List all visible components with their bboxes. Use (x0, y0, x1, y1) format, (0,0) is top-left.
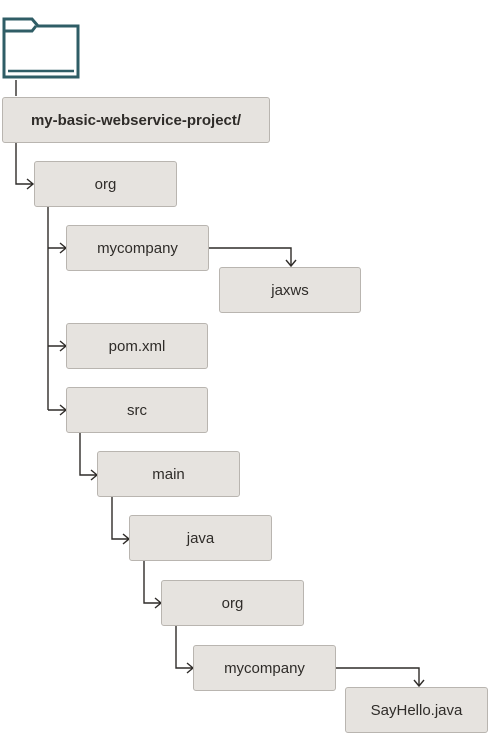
arrowhead-jaxws (285, 259, 297, 268)
node-org: org (34, 161, 177, 207)
connector-org-to-mycompany2 (175, 626, 193, 669)
arrowhead-sayhello (413, 679, 425, 688)
connector-java-to-org (143, 561, 161, 604)
node-main: main (97, 451, 240, 497)
node-jaxws: jaxws (219, 267, 361, 313)
node-mycompany-nested: mycompany (193, 645, 336, 691)
folder-icon (2, 17, 80, 79)
connector-mycompany-to-jaxws (209, 247, 292, 266)
node-sayhello-java: SayHello.java (345, 687, 488, 733)
node-pom-xml: pom.xml (66, 323, 208, 369)
node-java: java (129, 515, 272, 561)
root-folder-node: my-basic-webservice-project/ (2, 97, 270, 143)
connector-src-to-main (79, 433, 97, 476)
arrowhead-org (26, 178, 35, 190)
connector-mycompany-to-sayhello (336, 667, 420, 686)
connector-main-to-java (111, 497, 129, 540)
node-src: src (66, 387, 208, 433)
node-org-nested: org (161, 580, 304, 626)
connector-root-to-org (15, 143, 33, 185)
node-mycompany: mycompany (66, 225, 209, 271)
